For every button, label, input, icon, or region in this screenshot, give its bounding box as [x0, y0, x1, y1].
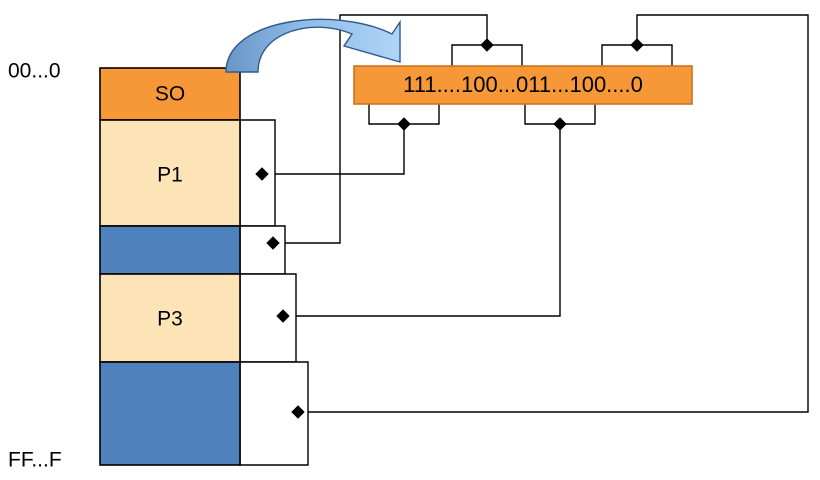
junction-diamonds [255, 38, 644, 419]
arrow-body [225, 18, 401, 73]
wire-free1-to-top-bracket-1 [273, 14, 488, 244]
diamond-bitmap-bottom-2 [553, 117, 567, 131]
memory-block-so-label: SO [155, 83, 185, 106]
diamond-bitmap-top-1 [480, 38, 494, 52]
diamond-bitmap-bottom-1 [397, 117, 411, 131]
wire-free2-to-top-bracket-2 [298, 14, 809, 413]
memory-block-p1-label: P1 [157, 164, 183, 187]
address-space-column: SO P1 P3 [99, 67, 241, 466]
diamond-p3 [276, 309, 290, 323]
memory-block-so[interactable] [99, 67, 241, 121]
diamond-p1 [255, 167, 269, 181]
memory-block-p1[interactable] [99, 119, 241, 227]
wire-p3-to-bottom-bracket-2 [283, 124, 561, 317]
address-label-bottom: FF...F [8, 449, 62, 472]
bitmap-word[interactable]: 111....100...011...100....0 [353, 65, 693, 105]
memory-block-free1[interactable] [99, 225, 241, 275]
memory-block-p3[interactable] [99, 273, 241, 363]
bitmap-word-rect[interactable] [353, 65, 693, 105]
diamond-free1 [266, 236, 280, 250]
step-bracket-free1 [239, 225, 286, 275]
memory-block-p3-label: P3 [157, 308, 183, 331]
diamond-bitmap-top-2 [630, 38, 644, 52]
column-step-brackets [239, 119, 309, 466]
diamond-free2 [291, 405, 305, 419]
map-to-bitmap-arrow [225, 18, 401, 73]
wire-p1-to-bottom-bracket-1 [262, 124, 405, 175]
connector-wires [262, 14, 809, 413]
address-label-top: 00...0 [8, 60, 61, 83]
memory-block-free2[interactable] [99, 361, 241, 466]
bitmap-word-text: 111....100...011...100....0 [403, 72, 643, 97]
